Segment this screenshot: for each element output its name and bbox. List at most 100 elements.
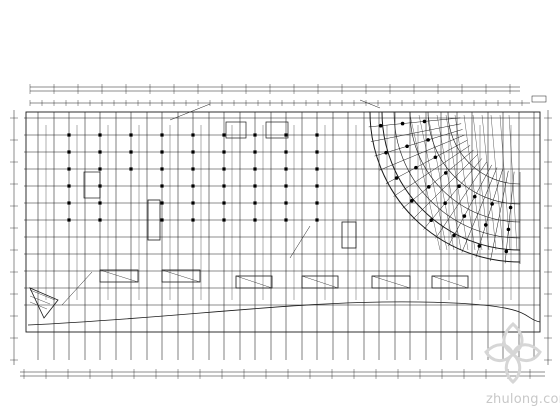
dimension-lines [10, 84, 552, 379]
shaft-opening [265, 121, 289, 139]
column [472, 194, 477, 199]
column [98, 167, 102, 171]
column [67, 150, 71, 154]
column [98, 133, 102, 137]
ramp-slope-line [235, 275, 273, 289]
radial-beam [374, 129, 463, 157]
column [384, 150, 388, 155]
column [315, 201, 319, 205]
ramp-opening [161, 269, 201, 283]
column [315, 150, 319, 154]
column [191, 167, 195, 171]
slope-annotation [289, 225, 311, 259]
column [160, 150, 164, 154]
ramp-opening [371, 275, 411, 289]
column [284, 167, 288, 171]
diagonal-joist [481, 114, 497, 251]
column [222, 218, 226, 222]
column [191, 201, 195, 205]
column [477, 244, 482, 248]
radial-beam [368, 117, 461, 128]
radial-beam [393, 145, 471, 197]
radial-beam [490, 170, 509, 262]
column [405, 144, 409, 149]
column [253, 201, 257, 205]
diagonal-joist [436, 114, 462, 251]
column [191, 150, 195, 154]
ramp-opening [301, 275, 339, 289]
column [222, 167, 226, 171]
column [457, 184, 461, 189]
diagonal-joist [508, 114, 518, 251]
radial-beam [448, 164, 492, 247]
column [378, 123, 383, 128]
column [191, 133, 195, 137]
column [284, 184, 288, 188]
column [160, 167, 164, 171]
watermark-text: zhulong.com [486, 392, 560, 407]
entrance-ramp [29, 287, 59, 319]
column [443, 171, 448, 175]
column [253, 133, 257, 137]
radial-beam [379, 134, 465, 171]
columns [67, 119, 513, 254]
radial-beam [370, 123, 462, 142]
column [422, 119, 427, 124]
column [222, 150, 226, 154]
column [67, 184, 71, 188]
column [462, 214, 467, 218]
column [429, 218, 433, 223]
column [129, 150, 133, 154]
ramp-slope-line [431, 275, 469, 289]
column [452, 233, 456, 238]
column [506, 227, 511, 232]
radial-beam [385, 140, 468, 184]
column [284, 133, 288, 137]
leader-line [359, 99, 381, 109]
column [284, 150, 288, 154]
stair-core [341, 221, 357, 249]
column [400, 121, 405, 126]
column [160, 133, 164, 137]
column [414, 165, 418, 170]
radial-beam [475, 169, 503, 258]
diagonal-joist [427, 114, 455, 251]
curved-wing-framing [368, 111, 521, 264]
shaft-opening [225, 121, 247, 139]
column [483, 223, 488, 227]
plan-details [29, 95, 547, 319]
column [284, 201, 288, 205]
column [67, 218, 71, 222]
column [315, 167, 319, 171]
ramp-slope-line [161, 269, 201, 283]
column [284, 218, 288, 222]
column [67, 167, 71, 171]
column [433, 155, 438, 160]
column [253, 184, 257, 188]
elevator-core [83, 171, 101, 199]
column [426, 138, 430, 142]
radial-beam [504, 171, 515, 264]
ramp-opening [431, 275, 469, 289]
leader-line [169, 103, 211, 121]
radial-beam [412, 154, 478, 220]
ramp-slope-line [371, 275, 411, 289]
column [315, 133, 319, 137]
column [191, 218, 195, 222]
column [160, 218, 164, 222]
diagonal-joist [445, 114, 469, 251]
column [253, 167, 257, 171]
callout-box [531, 95, 547, 103]
column [98, 150, 102, 154]
zhulong-logo-icon [484, 321, 542, 385]
column [443, 201, 447, 206]
radial-beam [435, 161, 487, 239]
column [129, 133, 133, 137]
column [222, 201, 226, 205]
column [160, 184, 164, 188]
column [253, 150, 257, 154]
column [315, 184, 319, 188]
ramp-slope-line [301, 275, 339, 289]
ramp-hatch [29, 289, 56, 310]
